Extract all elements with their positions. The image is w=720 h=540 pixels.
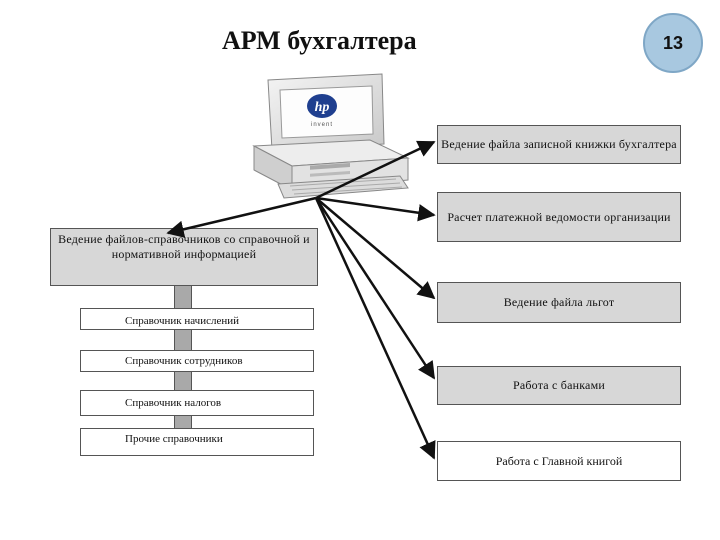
slide-number-badge: 13 (643, 13, 703, 73)
hp-logo-text: hp (315, 100, 330, 115)
right-box-benefits-label: Ведение файла льгот (503, 295, 615, 309)
connector-bar (174, 416, 192, 428)
computer-icon: hp invent (252, 73, 410, 199)
arrow-to-general-ledger (314, 197, 436, 460)
connector-bar (174, 372, 192, 390)
arrow-to-reference-files (166, 196, 317, 238)
right-box-notebook-label: Ведение файла записной книжки бухгалтера (441, 137, 677, 151)
sub-box-accruals-label: Справочник начислений (125, 315, 240, 327)
connector-bar (174, 330, 192, 350)
sub-box-taxes-label: Справочник налогов (125, 397, 222, 409)
arrow-to-notebook (315, 140, 436, 200)
right-box-benefits: Ведение файла льгот (437, 282, 681, 323)
page-title: АРМ бухгалтера (222, 26, 417, 55)
sub-box-taxes: Справочник налогов (80, 390, 314, 416)
sub-box-employees: Справочник сотрудников (80, 350, 314, 372)
sub-box-employees-label: Справочник сотрудников (125, 355, 243, 367)
right-box-banks-label: Работа с банками (512, 378, 606, 392)
arrow-to-payroll (315, 196, 436, 222)
arrow-to-benefits (315, 197, 436, 300)
right-box-general-ledger-label: Работа с Главной книгой (495, 453, 623, 468)
sub-box-other: Прочие справочники (80, 428, 314, 456)
hp-brand-text: invent (311, 122, 333, 128)
right-box-general-ledger: Работа с Главной книгой (437, 441, 681, 481)
sub-box-accruals: Справочник начислений (80, 308, 314, 330)
connector-bar (174, 286, 192, 308)
sub-box-other-label: Прочие справочники (125, 433, 223, 445)
right-box-payroll: Расчет платежной ведомости организации (437, 192, 681, 242)
right-box-banks: Работа с банками (437, 366, 681, 405)
hp-logo (307, 94, 337, 118)
arrow-to-banks (314, 197, 436, 380)
right-box-payroll-label: Расчет платежной ведомости организации (447, 209, 671, 224)
left-main-box-label: Ведение файлов-справочников со справочно… (58, 232, 310, 261)
right-box-notebook: Ведение файла записной книжки бухгалтера (437, 125, 681, 164)
